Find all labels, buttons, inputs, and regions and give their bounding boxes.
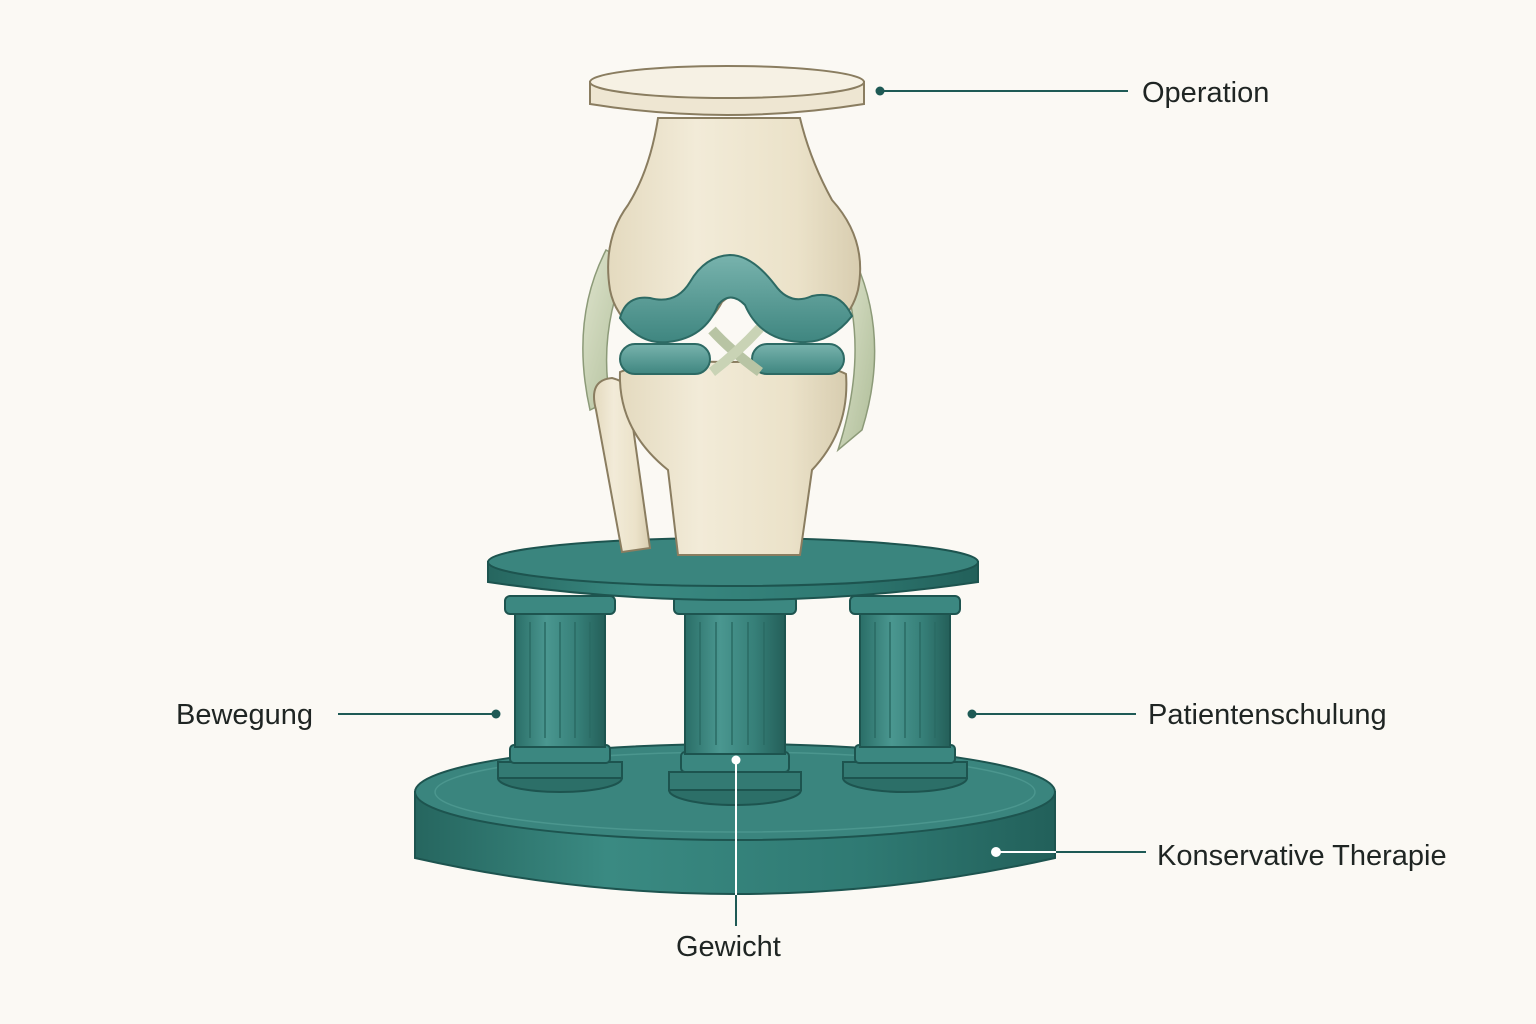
pillar-right-patientenschulung: [842, 595, 968, 793]
label-gewicht: Gewicht: [676, 931, 781, 963]
label-konservative-therapie: Konservative Therapie: [1157, 840, 1447, 872]
leader-operation: [875, 86, 1128, 96]
pillar-center-gewicht: [668, 595, 802, 806]
label-operation: Operation: [1142, 77, 1270, 109]
pillar-left-bewegung: [497, 595, 623, 793]
leader-patientenschulung: [967, 709, 1136, 719]
leader-gewicht: [731, 755, 741, 926]
leader-bewegung: [338, 709, 501, 719]
upper-platform: [487, 537, 979, 601]
label-patientenschulung: Patientenschulung: [1148, 699, 1387, 731]
leader-konservative-therapie: [991, 847, 1146, 857]
knee-joint: [582, 65, 876, 556]
label-bewegung: Bewegung: [176, 699, 314, 731]
